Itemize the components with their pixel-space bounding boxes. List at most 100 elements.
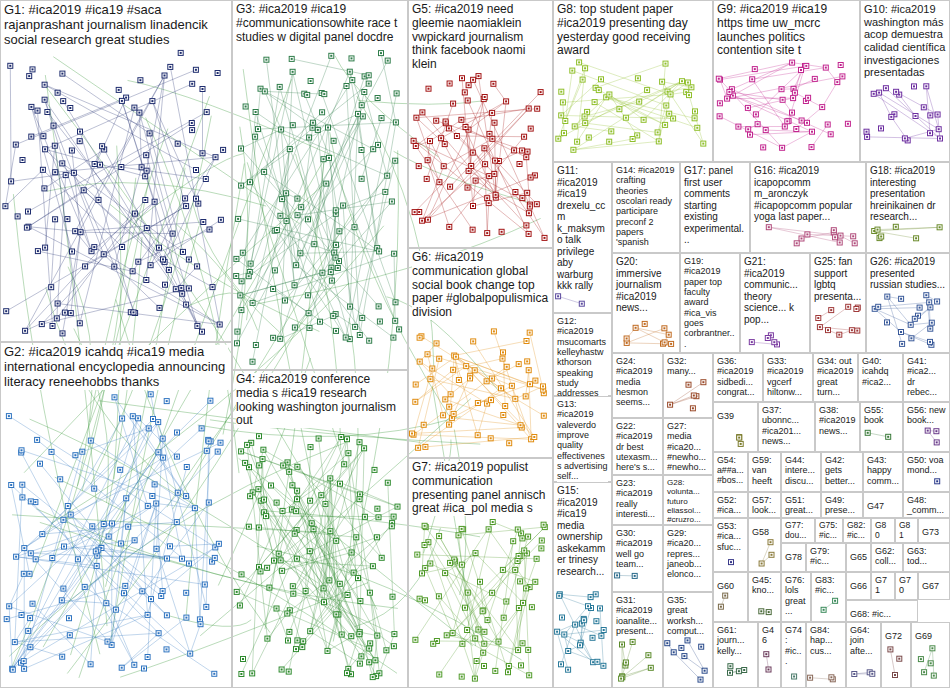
edge-line — [182, 294, 197, 326]
vertex-core — [188, 259, 190, 261]
vertex-core — [151, 495, 153, 497]
edge-line — [748, 98, 793, 108]
vertex-core — [240, 148, 242, 150]
vertex-core — [169, 545, 171, 547]
edge-line — [468, 101, 529, 234]
vertex-core — [586, 111, 588, 113]
vertex — [484, 379, 489, 384]
vertex — [14, 554, 19, 559]
vertex — [54, 316, 59, 321]
vertex — [215, 71, 220, 76]
vertex — [490, 136, 495, 141]
edge-line — [340, 484, 386, 651]
vertex-core — [319, 321, 321, 323]
vertex-core — [208, 440, 210, 442]
vertex-core — [57, 92, 59, 94]
vertex-core — [145, 154, 147, 156]
vertex — [204, 448, 209, 453]
vertex — [748, 132, 753, 137]
vertex — [462, 90, 467, 95]
vertex-core — [413, 140, 415, 142]
vertex-core — [811, 146, 813, 148]
vertex — [92, 486, 97, 491]
vertex — [328, 476, 333, 481]
edge-line — [416, 118, 439, 183]
vertex — [572, 124, 577, 129]
vertex — [520, 196, 525, 201]
vertex-core — [378, 250, 380, 252]
edge-line — [9, 606, 12, 669]
vertex-core — [30, 136, 32, 138]
vertex — [151, 417, 156, 422]
vertex-core — [465, 365, 467, 367]
edge-line — [418, 388, 501, 448]
vertex-core — [133, 107, 135, 109]
vertex — [486, 201, 491, 206]
vertex — [526, 231, 531, 236]
edge-line — [74, 173, 135, 313]
vertex — [476, 74, 481, 79]
vertex — [840, 74, 845, 79]
vertex-core — [486, 403, 488, 405]
vertex — [27, 74, 32, 79]
edge-line — [782, 132, 812, 148]
vertex-core — [536, 108, 538, 110]
vertex — [195, 264, 200, 269]
edge-line — [282, 537, 377, 571]
vertex-core — [111, 523, 113, 525]
edge-line — [271, 486, 314, 530]
vertex — [499, 386, 504, 391]
vertex-core — [202, 88, 204, 90]
vertex-core — [354, 226, 356, 228]
vertex — [376, 304, 381, 309]
vertex — [504, 99, 509, 104]
vertex-core — [500, 387, 502, 389]
edge-line — [148, 467, 187, 615]
vertex — [101, 252, 106, 257]
vertex — [156, 631, 161, 636]
vertex-core — [681, 80, 683, 82]
vertex — [453, 354, 458, 359]
vertex-core — [470, 165, 472, 167]
vertex-core — [719, 115, 721, 117]
vertex-core — [307, 294, 309, 296]
vertex-core — [472, 340, 474, 342]
vertex — [170, 231, 175, 236]
vertex — [333, 208, 338, 213]
vertex-core — [44, 148, 46, 150]
edge-line — [512, 386, 531, 440]
vertex-core — [206, 111, 208, 113]
vertex-core — [873, 93, 875, 95]
vertex-core — [235, 275, 237, 277]
vertex — [524, 339, 529, 344]
vertex — [889, 114, 894, 119]
vertex-core — [32, 603, 34, 605]
edge-line — [662, 82, 703, 144]
vertex-core — [71, 251, 73, 253]
vertex — [693, 109, 698, 114]
vertex — [156, 420, 161, 425]
vertex-core — [483, 147, 485, 149]
vertex — [123, 583, 128, 588]
vertex — [526, 106, 531, 111]
vertex-core — [417, 447, 419, 449]
vertex — [525, 359, 530, 364]
vertex — [152, 199, 157, 204]
vertex-core — [335, 330, 337, 332]
edge-line — [57, 214, 135, 319]
vertex-core — [376, 635, 378, 637]
vertex-core — [421, 220, 423, 222]
vertex — [262, 169, 267, 174]
vertex — [192, 506, 197, 511]
vertex-core — [618, 108, 620, 110]
vertex-core — [70, 514, 72, 516]
vertex-core — [201, 427, 203, 429]
vertex — [527, 330, 532, 335]
vertex — [500, 356, 505, 361]
vertex — [184, 302, 189, 307]
vertex — [62, 544, 67, 549]
vertex-core — [395, 301, 397, 303]
vertex-core — [98, 199, 100, 201]
vertex-core — [690, 86, 692, 88]
vertex-core — [150, 393, 152, 395]
